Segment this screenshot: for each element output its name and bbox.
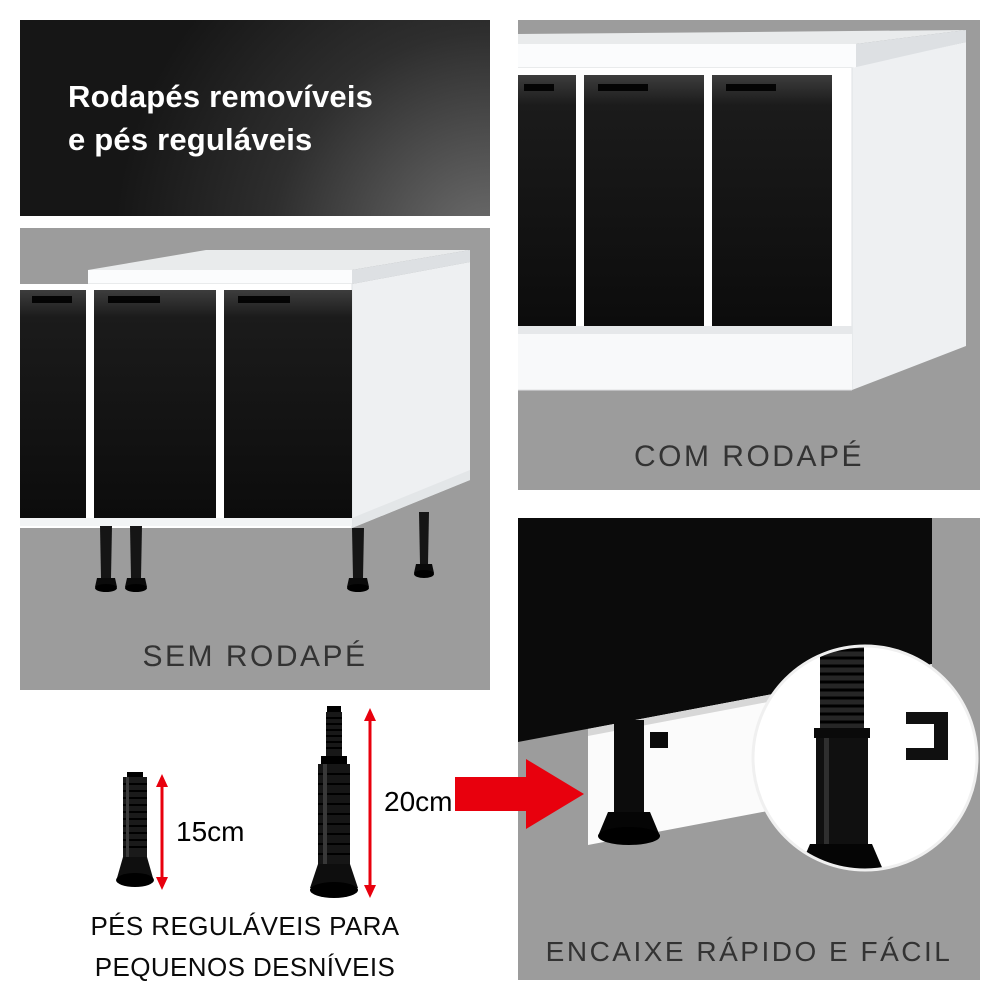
arrow-right-icon xyxy=(455,759,584,829)
baseboard xyxy=(518,334,852,391)
cabinet-with-baseboard-illustration xyxy=(518,30,966,391)
header-title-line-2: e pés reguláveis xyxy=(68,122,313,157)
foot-height-20cm-label: 20cm xyxy=(384,786,453,817)
snap-clip xyxy=(906,712,948,760)
cabinet-without-baseboard-illustration xyxy=(20,250,470,592)
dimension-line-20cm xyxy=(364,708,376,898)
baseboard-clip-tab xyxy=(650,732,668,748)
panel-com-rodape: COM RODAPÉ xyxy=(518,20,980,490)
com-rodape-label: COM RODAPÉ xyxy=(633,440,865,473)
panel-encaixe: ENCAIXE RÁPIDO E FÁCIL xyxy=(518,518,980,980)
cabinet-doors xyxy=(20,290,352,518)
feet-caption: PÉS REGULÁVEIS PARA PEQUENOS DESNÍVEIS xyxy=(25,906,465,988)
adjustable-foot xyxy=(598,720,660,845)
cabinet-doors xyxy=(518,75,832,326)
foot-height-15cm-label: 15cm xyxy=(176,816,245,847)
feet-caption-line-1: PÉS REGULÁVEIS PARA xyxy=(90,911,400,941)
feet-caption-line-2: PEQUENOS DESNÍVEIS xyxy=(94,952,396,982)
adjustable-foot-15cm-illustration xyxy=(116,772,154,887)
cabinet-underside-slab xyxy=(518,518,932,742)
header-title-line-1: Rodapés removíveis xyxy=(68,79,374,114)
header-banner: Rodapés removíveis e pés reguláveis xyxy=(20,20,490,216)
panel-sem-rodape: SEM RODAPÉ xyxy=(20,228,490,690)
cabinet-legs xyxy=(95,512,434,592)
adjustable-foot-20cm-illustration xyxy=(310,706,358,898)
encaixe-label: ENCAIXE RÁPIDO E FÁCIL xyxy=(545,936,953,967)
dimension-line-15cm xyxy=(156,774,168,890)
sem-rodape-label: SEM RODAPÉ xyxy=(142,640,368,673)
baseboard-attachment-detail-illustration xyxy=(518,518,979,872)
threaded-foot-detail xyxy=(798,646,884,870)
